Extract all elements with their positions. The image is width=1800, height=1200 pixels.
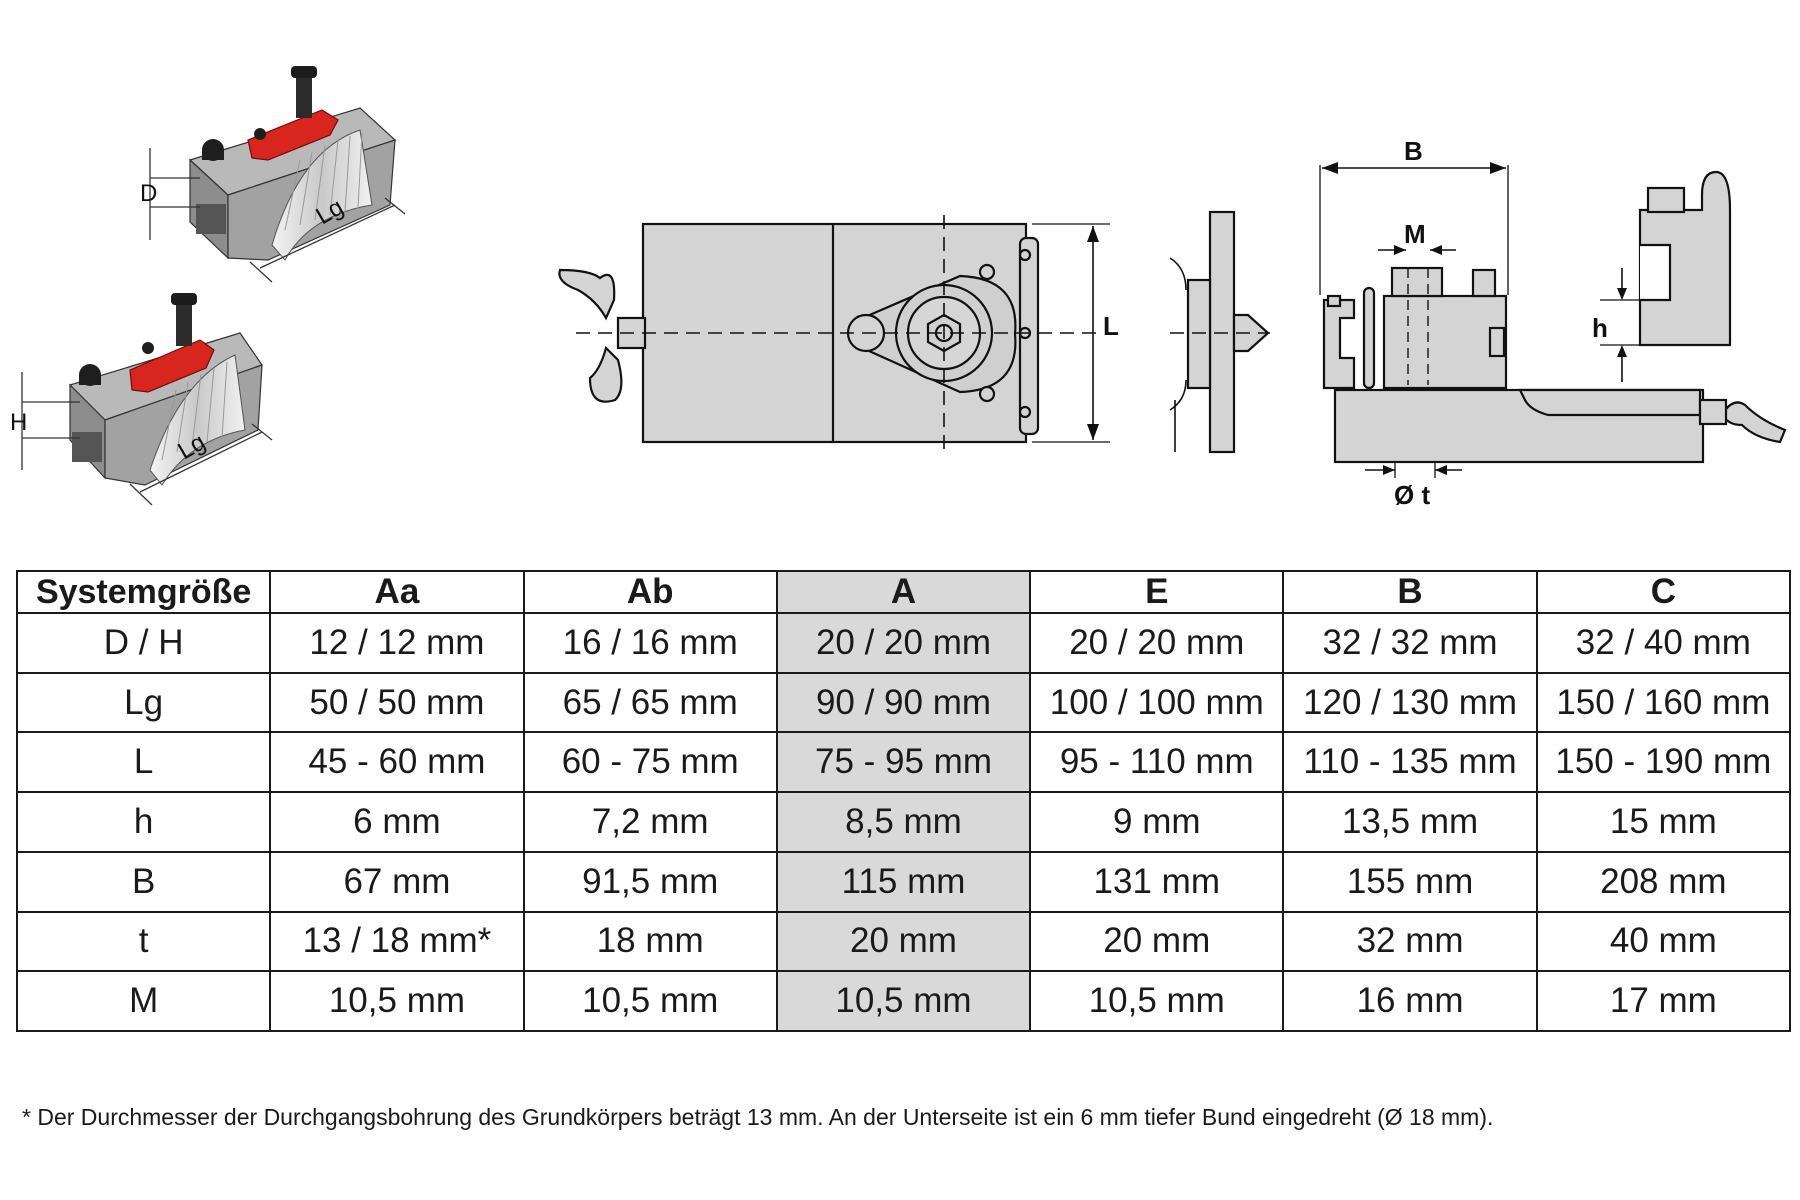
table-cell: 150 / 160 mm [1535, 671, 1792, 734]
table-cell: 95 - 110 mm [1029, 731, 1285, 794]
table-cell: 16 / 16 mm [522, 612, 778, 674]
table-cell: 20 / 20 mm [775, 612, 1032, 674]
table-cell: 20 mm [1029, 910, 1285, 973]
side-label-m: M [1404, 219, 1426, 249]
tool-holder-1-icon: D Lg [140, 66, 406, 283]
table-cell: 100 / 100 mm [1029, 671, 1285, 734]
table-cell: 50 / 50 mm [269, 671, 525, 734]
technical-drawings: D Lg H Lg [0, 0, 1800, 560]
plan-view-icon [558, 215, 1110, 450]
table-cell: 208 mm [1535, 850, 1792, 913]
table-cell: 9 mm [1029, 791, 1285, 853]
holder-1-label-d: D [140, 180, 157, 207]
table-cell: 7,2 mm [522, 791, 778, 853]
table-cell: 131 mm [1029, 850, 1285, 913]
table-cell: 32 / 40 mm [1535, 612, 1792, 674]
table-row-label: Lg [15, 671, 272, 734]
table-header-cell: Systemgröße [15, 570, 272, 614]
side-view-icon [1319, 162, 1787, 478]
table-cell: 10,5 mm [269, 970, 525, 1032]
drawings-svg: D Lg H Lg [10, 66, 1787, 510]
table-row-label: h [15, 791, 272, 853]
table-header-cell: E [1029, 570, 1285, 614]
table-cell: 40 mm [1535, 910, 1792, 973]
table-cell: 13 / 18 mm* [269, 910, 525, 973]
plan-label-l: L [1103, 311, 1119, 341]
table-header-cell: Ab [522, 570, 778, 614]
table-row-label: M [15, 970, 272, 1032]
table-cell: 115 mm [775, 850, 1032, 913]
table-cell: 75 - 95 mm [775, 731, 1032, 794]
table-row-label: B [15, 850, 272, 913]
table-cell: 32 / 32 mm [1282, 612, 1538, 674]
table-header-cell: C [1535, 570, 1792, 614]
table-cell: 10,5 mm [522, 970, 778, 1032]
table-cell: 16 mm [1282, 970, 1538, 1032]
table-cell: 20 / 20 mm [1029, 612, 1285, 674]
tool-holder-2-icon: H Lg [10, 293, 273, 506]
table-cell: 67 mm [269, 850, 525, 913]
side-label-h: h [1592, 313, 1608, 343]
side-label-t: Ø t [1394, 480, 1430, 510]
table-cell: 10,5 mm [1029, 970, 1285, 1032]
holder-2-label-h: H [10, 409, 27, 436]
table-cell: 150 - 190 mm [1535, 731, 1792, 794]
table-cell: 155 mm [1282, 850, 1538, 913]
table-cell: 90 / 90 mm [775, 671, 1032, 734]
table-cell: 20 mm [775, 910, 1032, 973]
table-cell: 17 mm [1535, 970, 1792, 1032]
table-cell: 18 mm [522, 910, 778, 973]
footnote: * Der Durchmesser der Durchgangsbohrung … [22, 1104, 1494, 1130]
table-header-cell: B [1282, 570, 1538, 614]
table-cell: 60 - 75 mm [522, 731, 778, 794]
table-cell: 120 / 130 mm [1282, 671, 1538, 734]
table-cell: 6 mm [269, 791, 525, 853]
table-header-cell: Aa [269, 570, 525, 614]
table-header-cell: A [775, 570, 1032, 614]
table-cell: 45 - 60 mm [269, 731, 525, 794]
table-cell: 8,5 mm [775, 791, 1032, 853]
side-label-b: B [1404, 136, 1423, 166]
front-view-icon [1169, 210, 1270, 454]
table-cell: 110 - 135 mm [1282, 731, 1538, 794]
table-cell: 12 / 12 mm [269, 612, 525, 674]
table-cell: 15 mm [1535, 791, 1792, 853]
table-cell: 91,5 mm [522, 850, 778, 913]
table-cell: 65 / 65 mm [522, 671, 778, 734]
table-row-label: L [15, 731, 272, 794]
table-header-row: Systemgröße Aa Ab A E B C [15, 570, 1792, 614]
table-cell: 10,5 mm [775, 970, 1032, 1032]
table-cell: 13,5 mm [1282, 791, 1538, 853]
table-row-label: D / H [15, 612, 272, 674]
table-cell: 32 mm [1282, 910, 1538, 973]
table-row-label: t [15, 910, 272, 973]
